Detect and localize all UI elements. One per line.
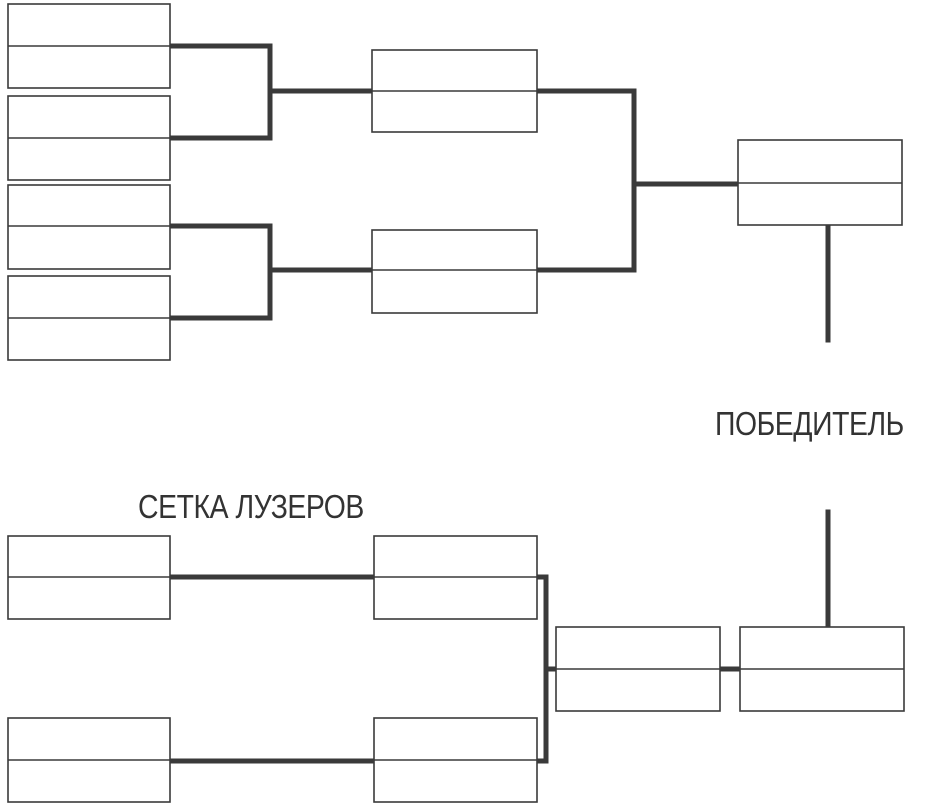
upper-bracket-connectors bbox=[167, 43, 831, 343]
match-slot bbox=[555, 626, 721, 712]
upper-bracket-round-1 bbox=[7, 3, 171, 361]
connector-ub-r1-b bbox=[167, 223, 273, 321]
match-slot bbox=[371, 49, 538, 133]
upper-bracket-final bbox=[737, 139, 903, 226]
losers-bracket-label: СЕТКА ЛУЗЕРОВ bbox=[138, 488, 364, 525]
connector-ub-r2 bbox=[534, 88, 637, 273]
match-slot bbox=[7, 184, 171, 270]
match-slot bbox=[737, 139, 903, 226]
connector-ub-r1-a bbox=[167, 43, 273, 141]
losers-bracket-round-1 bbox=[7, 535, 171, 803]
losers-bracket-connectors bbox=[167, 509, 831, 764]
match-slot bbox=[7, 535, 171, 620]
match-slot bbox=[371, 229, 538, 314]
match-slot bbox=[373, 717, 538, 803]
winner-label: ПОБЕДИТЕЛЬ bbox=[715, 405, 904, 442]
match-slot bbox=[739, 626, 905, 712]
match-slot bbox=[373, 535, 538, 620]
losers-bracket-round-2 bbox=[373, 535, 538, 803]
match-slot bbox=[7, 3, 171, 89]
match-slot bbox=[7, 275, 171, 361]
match-slot bbox=[7, 95, 171, 181]
match-slot bbox=[7, 717, 171, 803]
upper-bracket-round-2 bbox=[371, 49, 538, 314]
losers-bracket-round-3 bbox=[555, 626, 721, 712]
losers-bracket-final bbox=[739, 626, 905, 712]
